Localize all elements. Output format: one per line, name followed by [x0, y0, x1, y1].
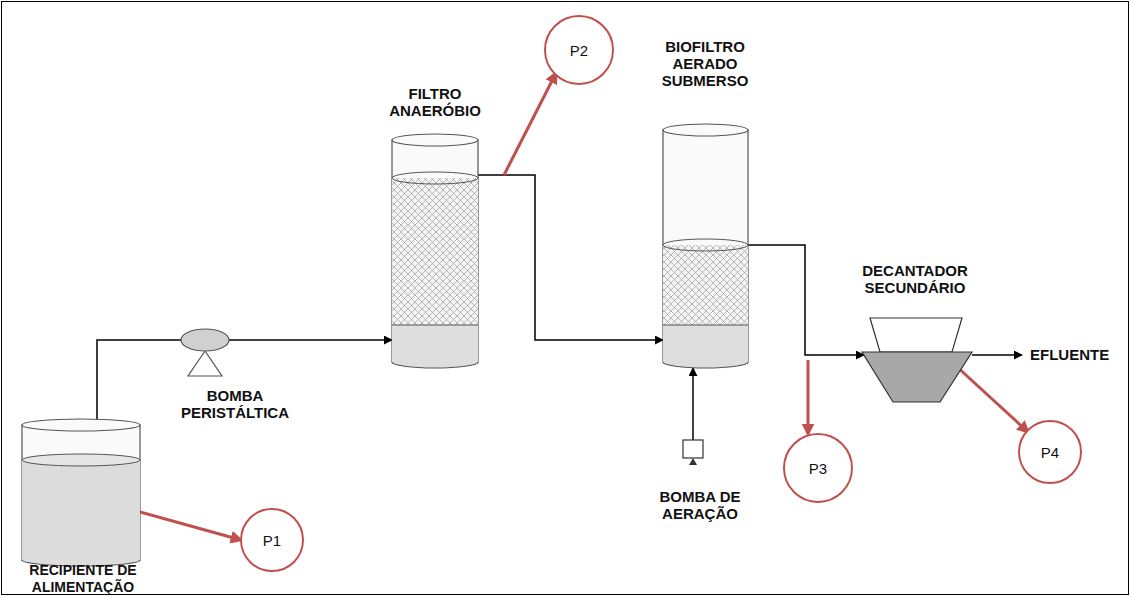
peristaltic-pump: BOMBA PERISTÁLTICA — [175, 327, 295, 430]
flow-pipe — [692, 368, 694, 440]
flow-pipe — [748, 245, 864, 355]
flow-pipe — [229, 339, 392, 341]
part-label: FILTRO ANAERÓBIO — [380, 85, 490, 119]
sampling-point: P1 — [240, 508, 304, 572]
sampling-arrow — [807, 360, 810, 434]
part-label: RECIPIENTE DE ALIMENTAÇÃO — [8, 562, 158, 596]
anaerobic-filter: FILTRO ANAERÓBIO — [380, 85, 490, 370]
callout-number: P3 — [809, 460, 827, 477]
feed-container: RECIPIENTE DE ALIMENTAÇÃO — [8, 420, 158, 598]
effluent-pipe — [972, 354, 1022, 356]
secondary-clarifier: DECANTADOR SECUNDÁRIO — [840, 262, 990, 404]
sampling-arrow — [504, 73, 556, 175]
sampling-point: P2 — [544, 15, 614, 85]
callout-number: P2 — [570, 42, 588, 59]
aeration-pump: BOMBA DE AERAÇÃO — [640, 438, 760, 533]
shape-outline — [380, 85, 490, 370]
aerated-biofilter: BIOFILTRO AERADO SUBMERSO — [650, 38, 760, 370]
part-label: BOMBA PERISTÁLTICA — [175, 387, 295, 421]
sampling-point: P3 — [783, 433, 853, 503]
part-label: DECANTADOR SECUNDÁRIO — [840, 262, 990, 296]
flow-pipe — [478, 175, 663, 340]
part-label: BOMBA DE AERAÇÃO — [640, 488, 760, 522]
sampling-arrow — [955, 365, 1028, 432]
callout-number: P1 — [263, 532, 281, 549]
part-label: BIOFILTRO AERADO SUBMERSO — [650, 38, 760, 89]
callout-number: P4 — [1041, 444, 1059, 461]
sampling-point: P4 — [1018, 420, 1082, 484]
output-label: EFLUENTE — [1030, 346, 1109, 363]
